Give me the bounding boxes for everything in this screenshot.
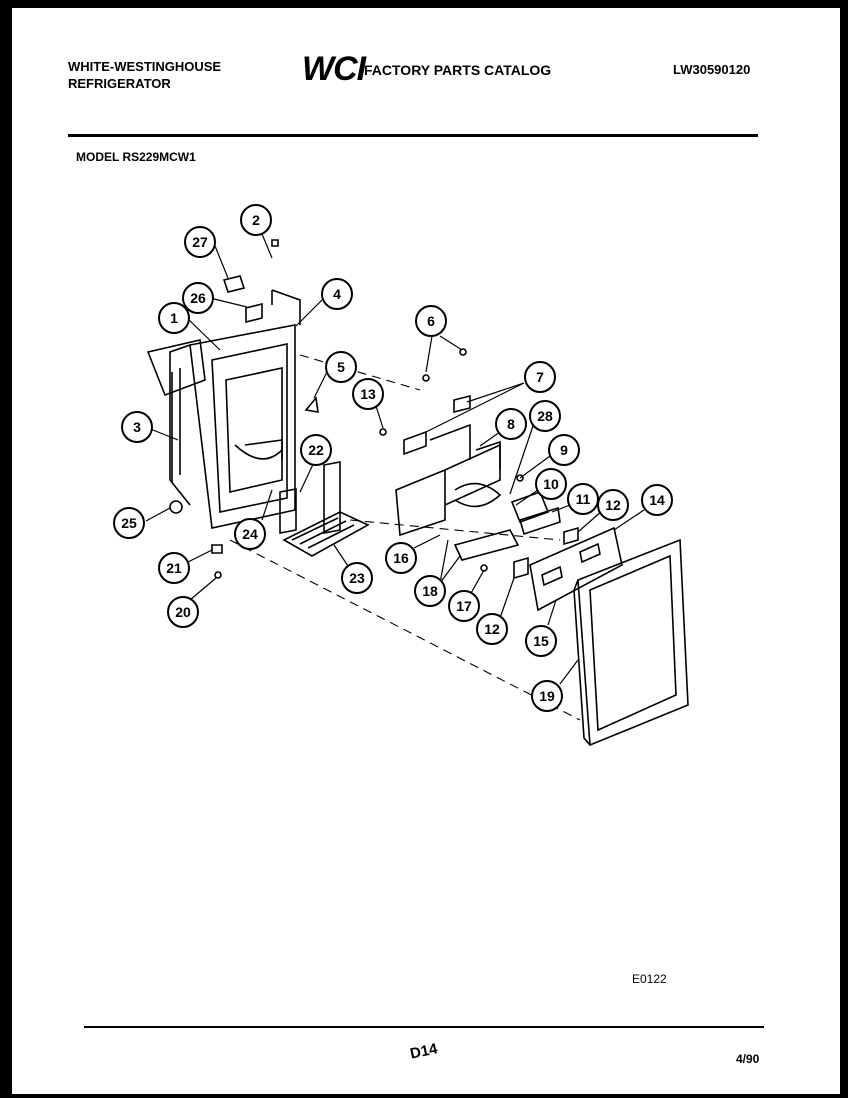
callout-label: 24 [242,526,258,542]
callout-5: 5 [325,351,357,383]
callout-17: 17 [448,590,480,622]
guide-line [229,539,581,721]
callout-1: 1 [158,302,190,334]
callout-2: 2 [240,204,272,236]
callout-label: 4 [333,286,341,302]
catalog-number: LW30590120 [673,62,751,77]
callout-label: 12 [605,497,621,513]
callout-16: 16 [385,542,417,574]
guide-line [299,354,421,391]
brand-name: WHITE-WESTINGHOUSE [68,59,222,74]
callout-label: 21 [166,560,182,576]
callout-label: 17 [456,598,472,614]
diagram-code: E0122 [632,972,667,986]
callout-label: 11 [576,491,591,507]
footer-divider [84,1026,764,1028]
callout-label: 15 [533,633,549,649]
callout-10: 10 [535,468,567,500]
leader-lines [145,233,645,685]
callout-27: 27 [184,226,216,258]
callout-label: 27 [192,234,208,250]
drip-tray [279,461,370,557]
callout-24: 24 [234,518,266,550]
callout-22: 22 [300,434,332,466]
callout-9: 9 [548,434,580,466]
callout-label: 12 [484,621,500,637]
callout-21: 21 [158,552,190,584]
callout-26: 26 [182,282,214,314]
product-type: REFRIGERATOR [68,76,171,91]
callout-label: 20 [175,604,191,620]
callout-6: 6 [415,305,447,337]
callout-19: 19 [531,680,563,712]
actuator-assembly [379,348,502,537]
callout-25: 25 [113,507,145,539]
callout-11: 11 [567,483,599,515]
dispenser-housing [146,289,301,529]
callout-label: 7 [536,369,544,385]
callout-7: 7 [524,361,556,393]
callout-label: 1 [170,310,178,326]
callout-8: 8 [495,408,527,440]
callout-15: 15 [525,625,557,657]
callout-18: 18 [414,575,446,607]
callout-label: 13 [360,386,376,402]
callout-label: 25 [121,515,137,531]
callout-label: 18 [422,583,438,599]
callout-23: 23 [341,562,373,594]
callout-label: 6 [427,313,435,329]
catalog-date: 4/90 [736,1052,760,1066]
callout-label: 26 [190,290,206,306]
callout-28: 28 [529,400,561,432]
model-label: MODEL RS229MCW1 [76,150,196,164]
brand-block: WHITE-WESTINGHOUSE REFRIGERATOR [68,58,221,92]
paper-sheet [12,8,840,1094]
callout-label: 28 [537,408,553,424]
catalog-title: FACTORY PARTS CATALOG [364,62,552,78]
callout-4: 4 [321,278,353,310]
callout-label: 14 [649,492,665,508]
callout-label: 8 [507,416,515,432]
callout-label: 22 [308,442,324,458]
door-frame [573,538,689,747]
guide-line [349,519,561,541]
callout-20: 20 [167,596,199,628]
callout-label: 23 [349,570,365,586]
callout-label: 10 [543,476,559,492]
callout-label: 2 [252,212,260,228]
callout-12-upper: 12 [597,489,629,521]
control-panel [529,526,623,612]
callout-label: 16 [393,550,409,566]
callout-label: 19 [539,688,555,704]
callout-3: 3 [121,411,153,443]
callout-label: 3 [133,419,141,435]
callout-14: 14 [641,484,673,516]
callout-12-lower: 12 [476,613,508,645]
header-divider [68,134,758,137]
wci-logo: WCI [302,50,366,88]
callout-label: 5 [337,359,345,375]
bracket-part [222,239,319,413]
callout-13: 13 [352,378,384,410]
callout-label: 9 [560,442,568,458]
